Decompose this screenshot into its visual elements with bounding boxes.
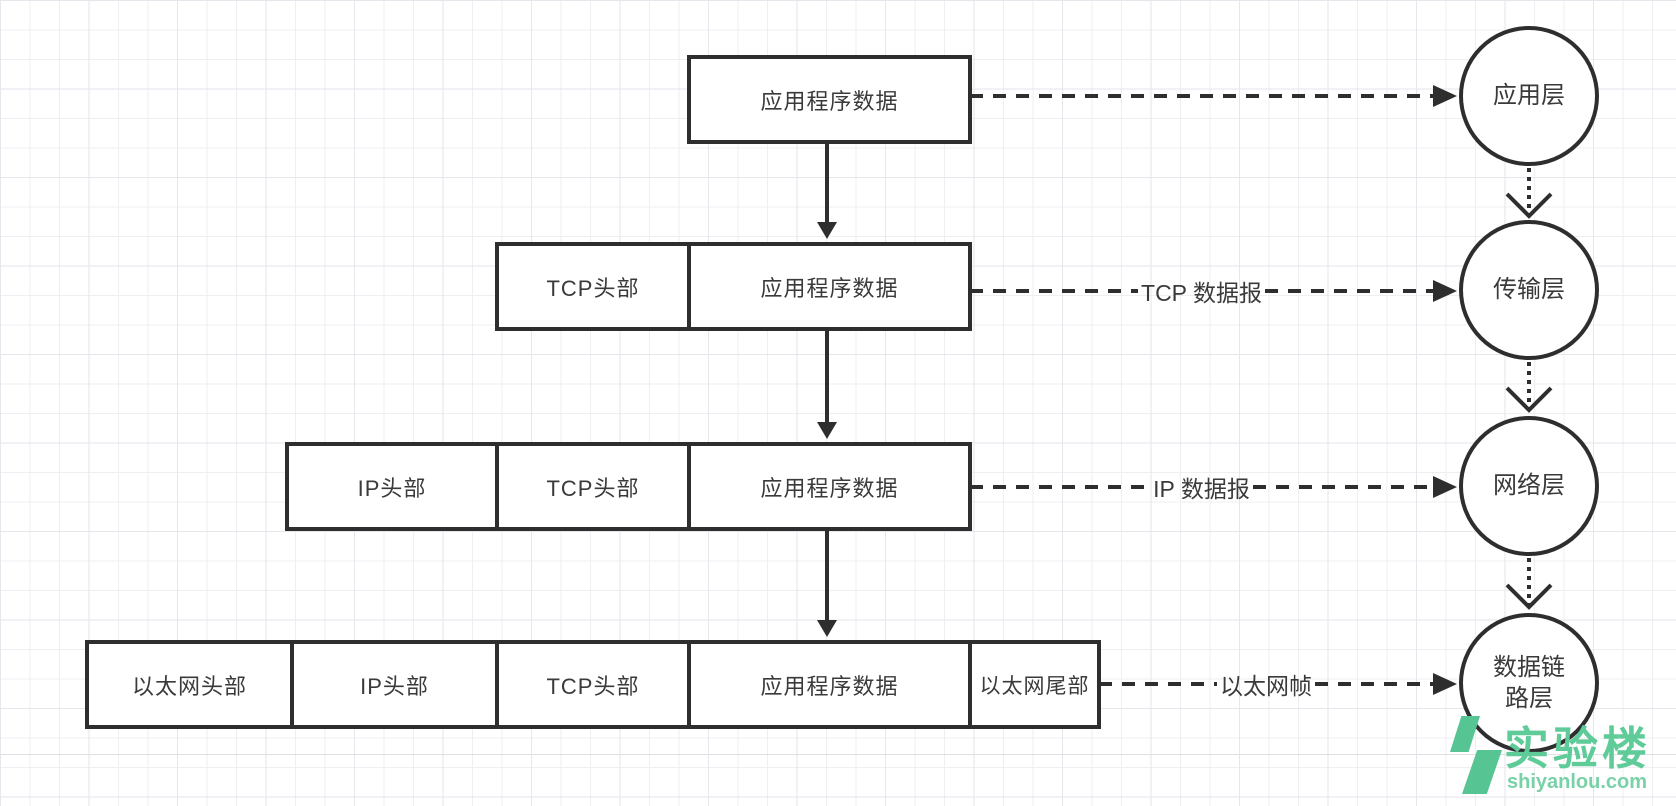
cell-application-data: 应用程序数据 (687, 55, 972, 144)
page-boundary-line (0, 754, 1676, 755)
shiyanlou-logo-icon (1450, 716, 1480, 752)
watermark-domain: shiyanlou.com (1507, 771, 1648, 793)
cell-label: 以太网头部 (131, 673, 247, 699)
dash-segment (970, 289, 1139, 293)
dotted-arrow-network-datalink (1527, 558, 1531, 609)
dashed-arrow-network-layer: IP 数据报 (970, 475, 1457, 502)
cell-tcp-header: TCP头部 (495, 442, 691, 531)
cell-label: 以太网尾部 (979, 674, 1090, 698)
cell-ip-header: IP头部 (290, 640, 499, 729)
down-arrow-row1-row2 (817, 142, 837, 239)
watermark-brand: 实验楼 (1504, 723, 1652, 774)
arrow-head (817, 620, 837, 637)
dotted-arrow-transport-network (1527, 362, 1531, 412)
cell-label: IP头部 (360, 673, 429, 699)
cell-application-data: 应用程序数据 (687, 242, 972, 331)
cell-ethernet-trailer: 以太网尾部 (968, 640, 1101, 729)
dashed-arrow-transport-layer: TCP 数据报 (970, 279, 1458, 306)
cell-label: 应用程序数据 (760, 673, 899, 699)
cell-label: TCP头部 (546, 275, 640, 301)
dash-segment (1252, 485, 1433, 489)
arrow-head (817, 222, 837, 239)
layer-circle-network: 网络层 (1459, 416, 1599, 556)
cell-label: 应用程序数据 (760, 88, 899, 114)
down-arrow-row2-row3 (817, 329, 837, 439)
dash-segment (970, 94, 1433, 98)
layer-circle-application: 应用层 (1459, 26, 1599, 166)
cell-application-data: 应用程序数据 (687, 442, 972, 531)
open-arrow-head (1505, 386, 1553, 413)
layer-label: 数据链路层 (1493, 653, 1565, 712)
cell-label: TCP头部 (546, 475, 640, 501)
dashed-arrow-datalink-layer: 以太网帧 (1099, 672, 1457, 699)
shiyanlou-logo-icon (1462, 750, 1502, 794)
arrow-head (817, 422, 837, 439)
arrow-head (1433, 476, 1457, 498)
arrow-stem (825, 142, 829, 223)
cell-label: 应用程序数据 (760, 475, 899, 501)
dash-segment (1315, 682, 1433, 686)
cell-label: IP头部 (357, 475, 427, 501)
layer-label: 传输层 (1493, 276, 1565, 304)
arrow-head (1433, 85, 1457, 107)
label-ethernet-frame: 以太网帧 (1220, 673, 1312, 699)
open-arrow-head (1505, 192, 1553, 219)
dashed-arrow-application-layer (970, 84, 1457, 108)
cell-tcp-header: TCP头部 (495, 242, 691, 331)
cell-application-data: 应用程序数据 (687, 640, 972, 729)
cell-tcp-header: TCP头部 (495, 640, 691, 729)
arrow-head (1433, 280, 1458, 302)
arrow-stem (825, 529, 829, 621)
cell-ethernet-header: 以太网头部 (85, 640, 294, 729)
dash-segment (1099, 682, 1217, 686)
dotted-arrow-app-transport (1527, 168, 1531, 218)
label-tcp-segment: TCP 数据报 (1141, 280, 1262, 306)
cell-label: TCP头部 (546, 673, 640, 699)
down-arrow-row3-row4 (817, 529, 837, 637)
dash-segment (970, 485, 1151, 489)
layer-label: 网络层 (1493, 472, 1565, 500)
arrow-head (1433, 673, 1457, 695)
label-ip-datagram: IP 数据报 (1153, 476, 1250, 502)
dash-segment (1265, 289, 1434, 293)
layer-circle-transport: 传输层 (1459, 220, 1599, 360)
cell-ip-header: IP头部 (285, 442, 499, 531)
arrow-stem (825, 329, 829, 423)
layer-circle-datalink: 数据链路层 (1459, 613, 1599, 753)
cell-label: 应用程序数据 (760, 275, 899, 301)
layer-label: 应用层 (1493, 82, 1565, 110)
open-arrow-head (1505, 583, 1553, 610)
